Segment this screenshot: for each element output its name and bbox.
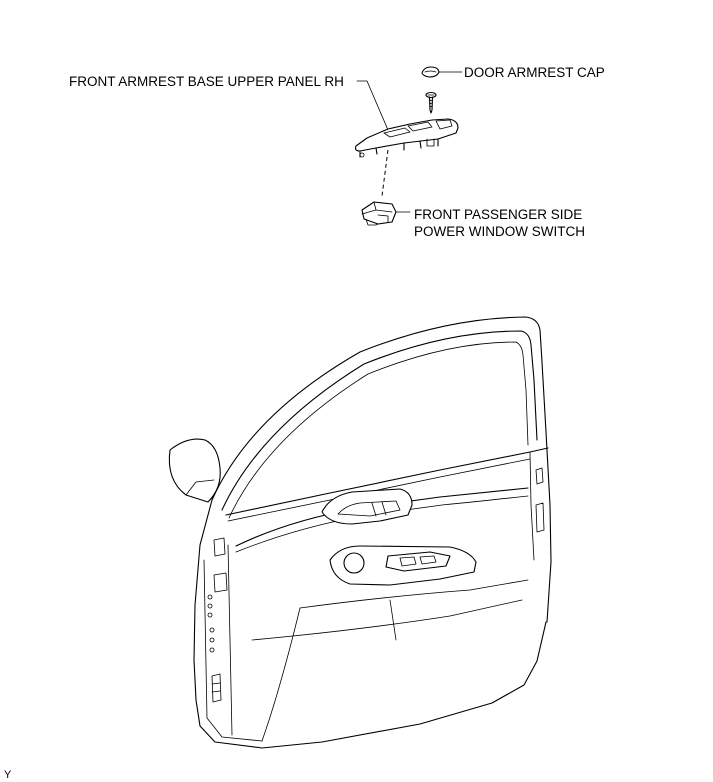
leader-lines: [356, 71, 463, 213]
armrest: [329, 545, 477, 586]
assembly-line: [381, 149, 389, 197]
figure-code: Y: [4, 769, 12, 781]
screw-part: [425, 91, 437, 114]
door-frame-inner: [221, 330, 538, 511]
leader-upper-panel: [356, 80, 389, 131]
label-armrest-cap: DOOR ARMREST CAP: [464, 65, 605, 80]
side-mirror: [168, 438, 221, 503]
door-armrest-cap-part: [421, 66, 440, 78]
speaker-cap: [343, 552, 365, 574]
label-switch-line1: FRONT PASSENGER SIDE: [414, 207, 582, 222]
label-switch-line2: POWER WINDOW SWITCH: [414, 224, 585, 239]
door-frame-outer: [211, 316, 552, 623]
armrest-upper-panel-part: [354, 118, 459, 158]
door-power-window-switch: [385, 551, 451, 572]
front-door-illustration: [168, 316, 552, 749]
power-window-switch-part: [361, 201, 397, 226]
inner-handle-recess: [321, 488, 413, 525]
door-body-outline: [193, 499, 547, 749]
label-upper-panel: FRONT ARMREST BASE UPPER PANEL RH: [69, 74, 344, 89]
